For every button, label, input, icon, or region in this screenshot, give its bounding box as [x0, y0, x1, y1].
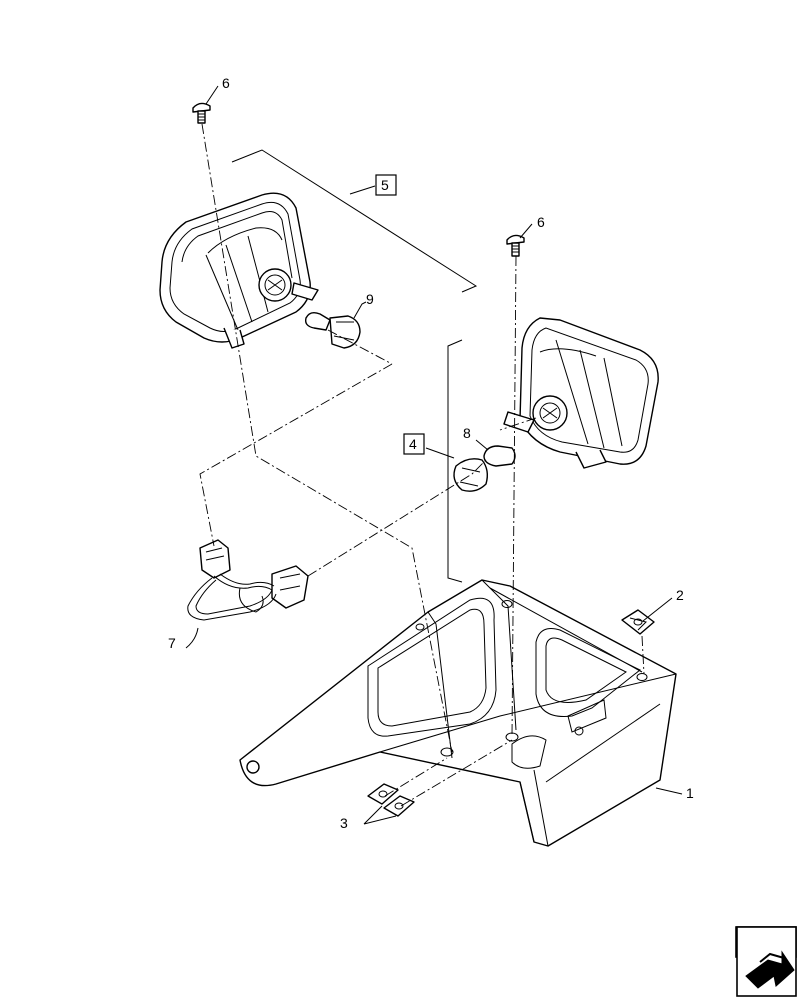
screw-left	[192, 102, 211, 124]
clip-nut-2	[621, 609, 655, 635]
callout-7: 7	[168, 635, 176, 651]
callout-6-right: 6	[537, 214, 545, 230]
callout-3: 3	[340, 815, 348, 831]
wire-harness	[187, 539, 309, 621]
callout-9: 9	[366, 291, 374, 307]
clip-nuts-3	[367, 783, 415, 817]
callout-1: 1	[686, 785, 694, 801]
callout-2: 2	[676, 587, 684, 603]
screw-right	[506, 234, 525, 257]
assembly-centerlines	[199, 123, 645, 807]
callout-4: 4	[409, 436, 417, 452]
bulb-9	[304, 311, 361, 349]
callout-5-box: 5	[375, 174, 397, 196]
group-bracket-5	[231, 149, 478, 293]
callout-leaders	[185, 85, 683, 825]
group-bracket-4	[447, 339, 463, 583]
callout-6-left: 6	[222, 75, 230, 91]
callout-8: 8	[463, 425, 471, 441]
right-headlamp	[503, 317, 659, 469]
callout-4-box: 4	[403, 433, 425, 455]
bulb-8	[453, 445, 516, 492]
left-headlamp	[159, 192, 319, 349]
mounting-bracket	[239, 579, 677, 847]
next-page-arrow-icon[interactable]	[735, 926, 797, 997]
callout-5: 5	[381, 177, 389, 193]
